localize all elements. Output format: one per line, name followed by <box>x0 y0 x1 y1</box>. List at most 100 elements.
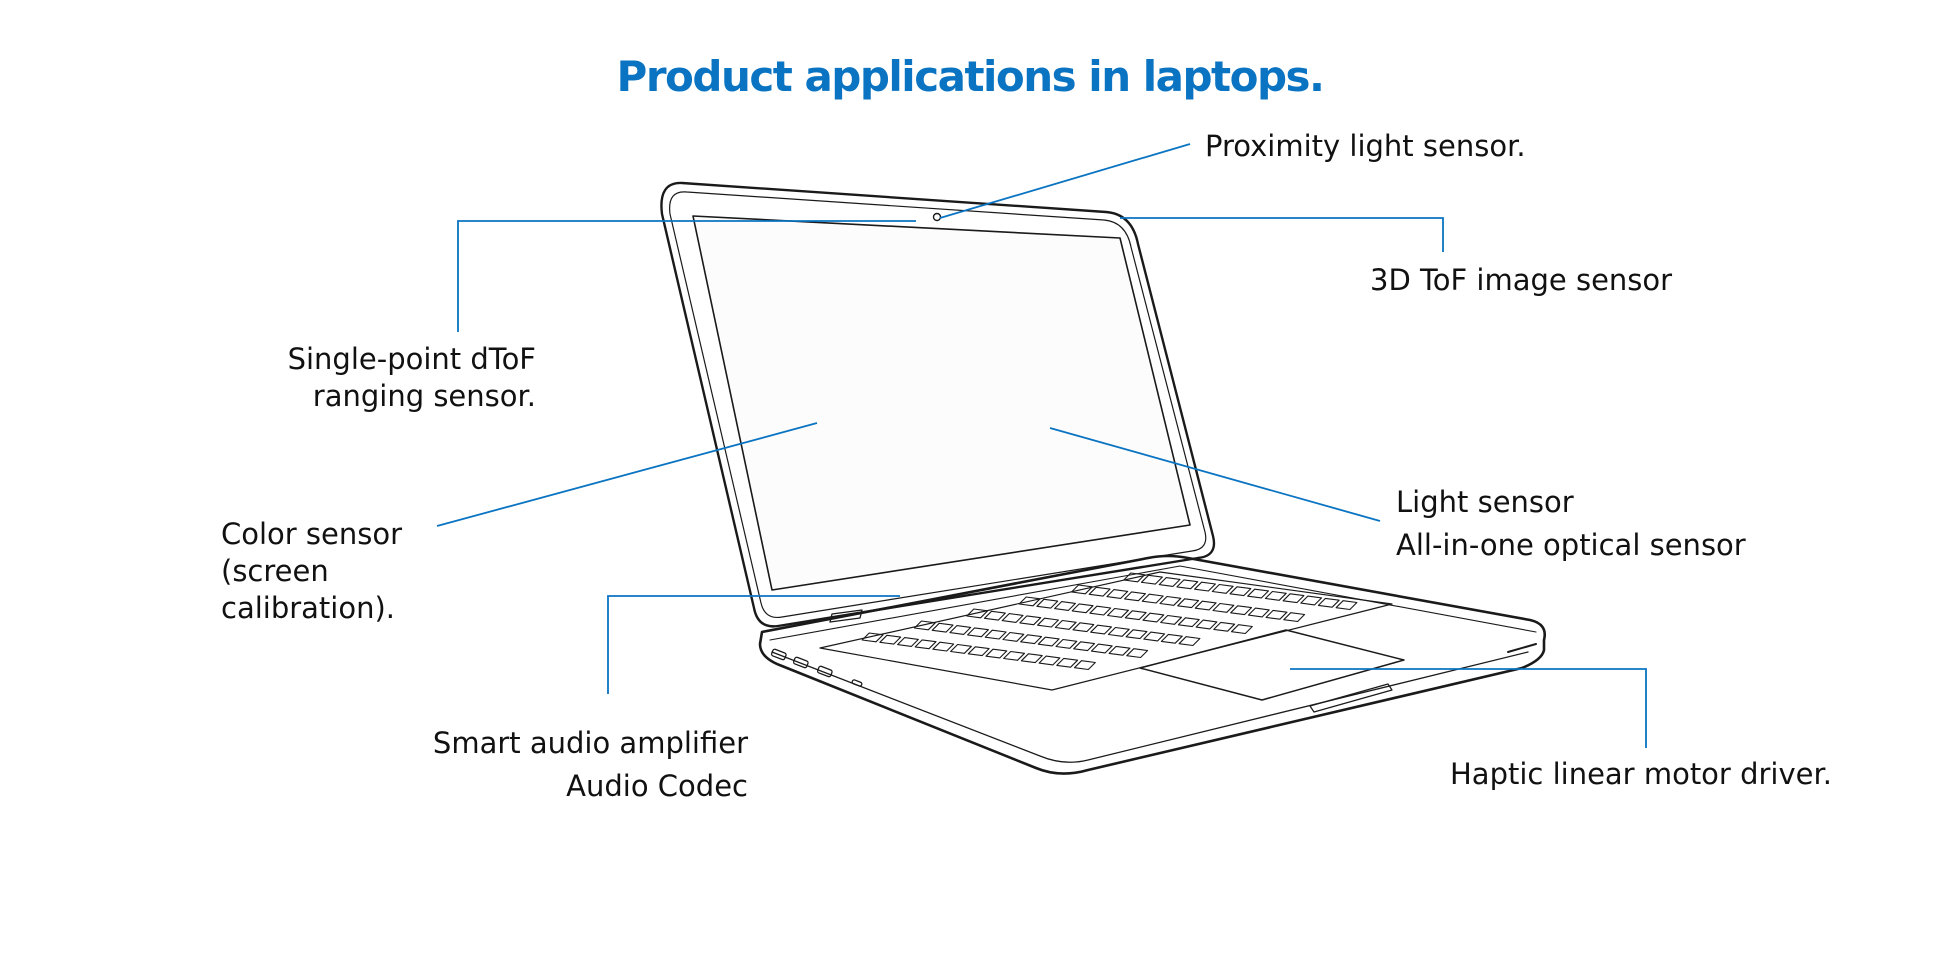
usb-port <box>792 656 809 669</box>
keyboard-key <box>1126 648 1149 659</box>
label-color-sensor: Color sensor (screen calibration). <box>221 516 402 627</box>
keyboard-key <box>1054 619 1077 630</box>
keyboard-key <box>932 641 955 652</box>
keyboard-key <box>1037 636 1060 647</box>
keyboard-key <box>1317 597 1340 608</box>
keyboard-key <box>1212 602 1235 613</box>
keyboard-key <box>1020 653 1043 664</box>
label-light-line1: Light sensor <box>1396 485 1574 519</box>
leader-color <box>436 422 818 527</box>
leader-dtof <box>457 220 916 332</box>
keyboard-key <box>1300 595 1323 606</box>
keyboard-key <box>1141 593 1164 604</box>
keyboard-key <box>1176 579 1199 590</box>
label-audio-line1: Smart audio amplifier <box>432 726 748 760</box>
laptop-lid <box>660 181 1216 628</box>
leader-audio <box>607 595 900 694</box>
leader-proximity <box>939 143 1191 219</box>
keyboard-key <box>1211 583 1234 594</box>
keyboard-key <box>967 627 989 638</box>
keyboard-key <box>1124 591 1146 602</box>
keyboard-key <box>1213 621 1236 632</box>
leader-haptic <box>1290 668 1647 748</box>
usb-port <box>816 665 833 678</box>
keyboard-key <box>967 646 990 657</box>
leader-tof3d <box>1120 217 1444 252</box>
keyboard-key <box>1088 586 1111 597</box>
keyboard-keys <box>861 572 1358 671</box>
keyboard-key <box>1107 607 1129 618</box>
laptop-hinge <box>829 609 863 623</box>
keyboard-key <box>1230 605 1253 616</box>
keyboard-key <box>966 608 989 619</box>
keyboard-key <box>1247 607 1270 618</box>
keyboard-key <box>1038 655 1061 666</box>
label-single-point-dtof: Single-point dToF ranging sensor. <box>220 341 536 415</box>
keyboard-key <box>1335 600 1358 611</box>
laptop-illustration <box>660 181 1546 775</box>
keyboard-key <box>914 639 937 650</box>
keyboard-key <box>1160 633 1183 644</box>
label-color-line1: Color sensor <box>221 517 403 551</box>
label-smart-audio: Smart audio amplifier Audio Codec <box>400 722 748 808</box>
laptop-base-lip <box>769 565 1537 641</box>
keyboard-key <box>1142 612 1165 623</box>
keyboard-key <box>1123 572 1146 583</box>
label-proximity-light-sensor: Proximity light sensor. <box>1205 129 1526 163</box>
keyboard-key <box>984 629 1007 640</box>
keyboard-key <box>1158 577 1181 587</box>
speaker-slot <box>1507 643 1537 653</box>
usb-port <box>770 648 787 661</box>
keyboard-key <box>1178 636 1201 647</box>
keyboard-key <box>1019 615 1042 626</box>
keyboard-key <box>1283 612 1306 623</box>
laptop-screen <box>692 215 1191 591</box>
keyboard-key <box>1140 574 1163 585</box>
keyboard-area <box>819 571 1393 691</box>
camera-dot <box>932 212 942 222</box>
keyboard-key <box>1194 600 1217 611</box>
keyboard-key <box>1001 613 1024 623</box>
page-title: Product applications in laptops. <box>616 52 1325 101</box>
label-light-sensor: Light sensor All-in-one optical sensor <box>1396 481 1746 567</box>
keyboard-key <box>1159 595 1182 606</box>
keyboard-key <box>1071 603 1094 614</box>
keyboard-key <box>1124 610 1147 621</box>
keyboard-key <box>1229 586 1252 597</box>
keyboard-key <box>1264 590 1287 601</box>
label-light-line2: All-in-one optical sensor <box>1396 528 1746 562</box>
keyboard-key <box>1036 598 1059 609</box>
label-audio-line2: Audio Codec <box>566 769 748 803</box>
laptop-base <box>758 554 1546 775</box>
keyboard-key <box>1037 617 1059 628</box>
keyboard-key <box>1089 605 1112 616</box>
keyboard-key <box>1265 609 1288 620</box>
laptop-lid-inner-edge <box>669 191 1207 619</box>
label-haptic-linear-motor-driver: Haptic linear motor driver. <box>1450 757 1832 791</box>
keyboard-key <box>1018 596 1041 607</box>
keyboard-key <box>879 634 902 645</box>
keyboard-key <box>1107 626 1130 637</box>
keyboard-key <box>1073 660 1096 671</box>
keyboard-key <box>1106 589 1129 599</box>
laptop-base-front-edge <box>771 651 1529 763</box>
keyboard-key <box>1072 622 1095 633</box>
keyboard-key <box>1160 614 1183 625</box>
keyboard-key <box>1090 624 1113 635</box>
keyboard-key <box>1055 638 1078 649</box>
keyboard-key <box>1125 629 1148 640</box>
audio-port <box>851 679 863 687</box>
keyboard-key <box>913 620 936 631</box>
keyboard-key <box>1054 601 1076 611</box>
keyboard-key <box>950 643 972 654</box>
keyboard-key <box>949 625 972 635</box>
keyboard-key <box>1090 643 1113 654</box>
keyboard-key <box>1195 619 1218 630</box>
keyboard-key <box>1003 650 1026 661</box>
leader-light <box>1049 427 1381 522</box>
keyboard-key <box>1247 588 1270 599</box>
keyboard-key <box>1002 631 1025 642</box>
keyboard-key <box>1177 617 1200 628</box>
keyboard-key <box>1282 593 1305 604</box>
